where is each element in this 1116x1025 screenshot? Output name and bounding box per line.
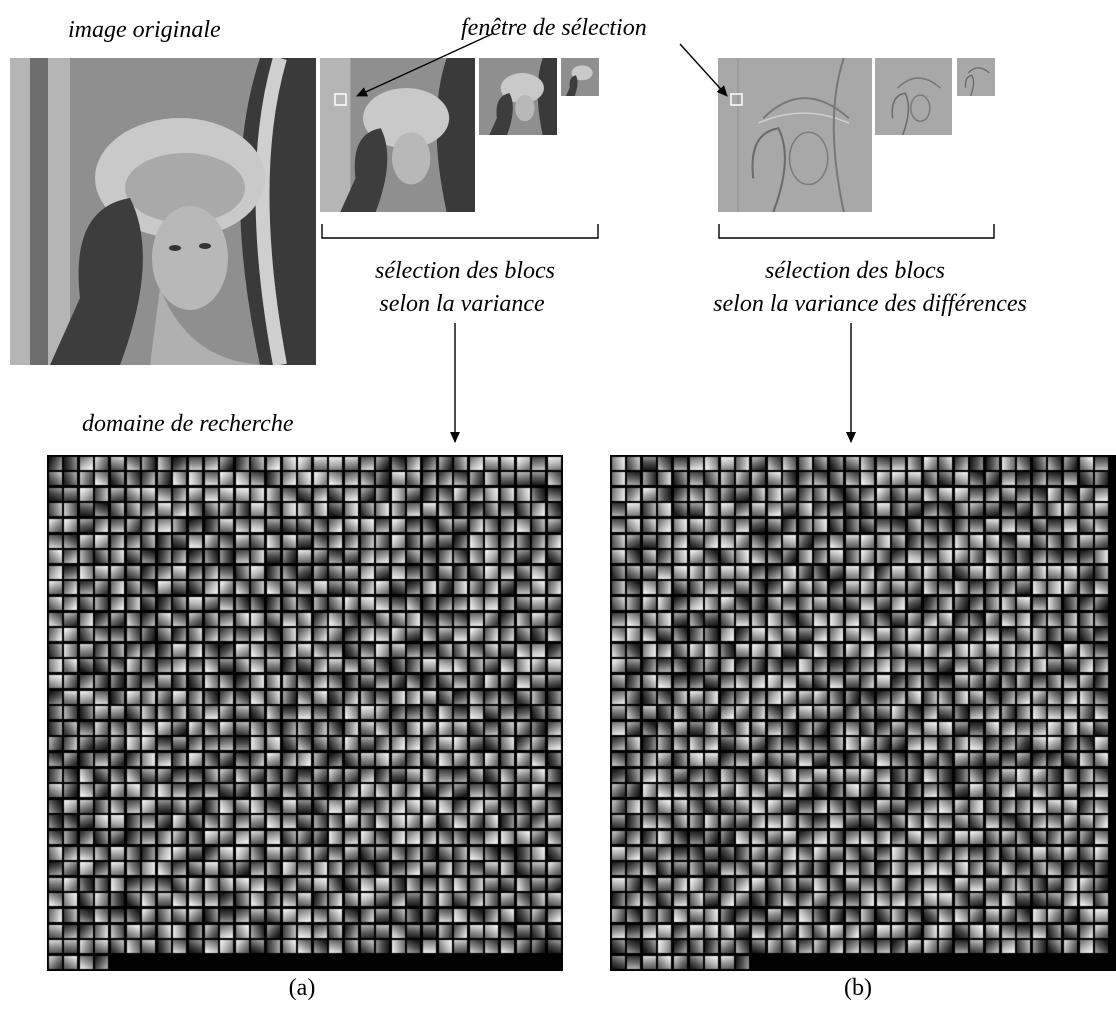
pyramid-a-level1 bbox=[320, 58, 475, 212]
label-selection-b-line1: sélection des blocs bbox=[765, 258, 945, 284]
pyramid-b-level2 bbox=[875, 58, 952, 135]
label-domaine-recherche: domaine de recherche bbox=[82, 411, 294, 437]
bracket-b bbox=[718, 224, 995, 239]
block-mosaic-b bbox=[610, 455, 1116, 971]
pyramid-a-level1-drawing bbox=[320, 58, 475, 212]
pyramid-b-level2-drawing bbox=[875, 58, 952, 135]
label-selection-b-line2: selon la variance des différences bbox=[713, 291, 1027, 317]
pyramid-a-level3-drawing bbox=[561, 58, 599, 96]
label-selection-a-line1: sélection des blocs bbox=[375, 258, 555, 284]
pyramid-b-level1-drawing bbox=[718, 58, 872, 212]
original-image-drawing bbox=[10, 58, 316, 365]
caption-b: (b) bbox=[844, 975, 872, 1001]
pyramid-b-level3-drawing bbox=[957, 58, 995, 96]
pyramid-a-level2-drawing bbox=[479, 58, 557, 135]
label-selection-a-line2: selon la variance bbox=[379, 291, 545, 317]
pyramid-b-level1 bbox=[718, 58, 872, 212]
label-fenetre-selection: fenêtre de sélection bbox=[461, 15, 647, 41]
original-image bbox=[10, 58, 316, 365]
bracket-a bbox=[321, 224, 599, 239]
caption-a: (a) bbox=[288, 975, 316, 1001]
pyramid-a-level3 bbox=[561, 58, 599, 96]
label-image-originale: image originale bbox=[68, 17, 221, 43]
pyramid-b-level3 bbox=[957, 58, 995, 96]
search-domain-b bbox=[610, 455, 1116, 971]
block-mosaic-a bbox=[47, 455, 563, 971]
search-domain-a bbox=[47, 455, 563, 971]
pyramid-a-level2 bbox=[479, 58, 557, 135]
